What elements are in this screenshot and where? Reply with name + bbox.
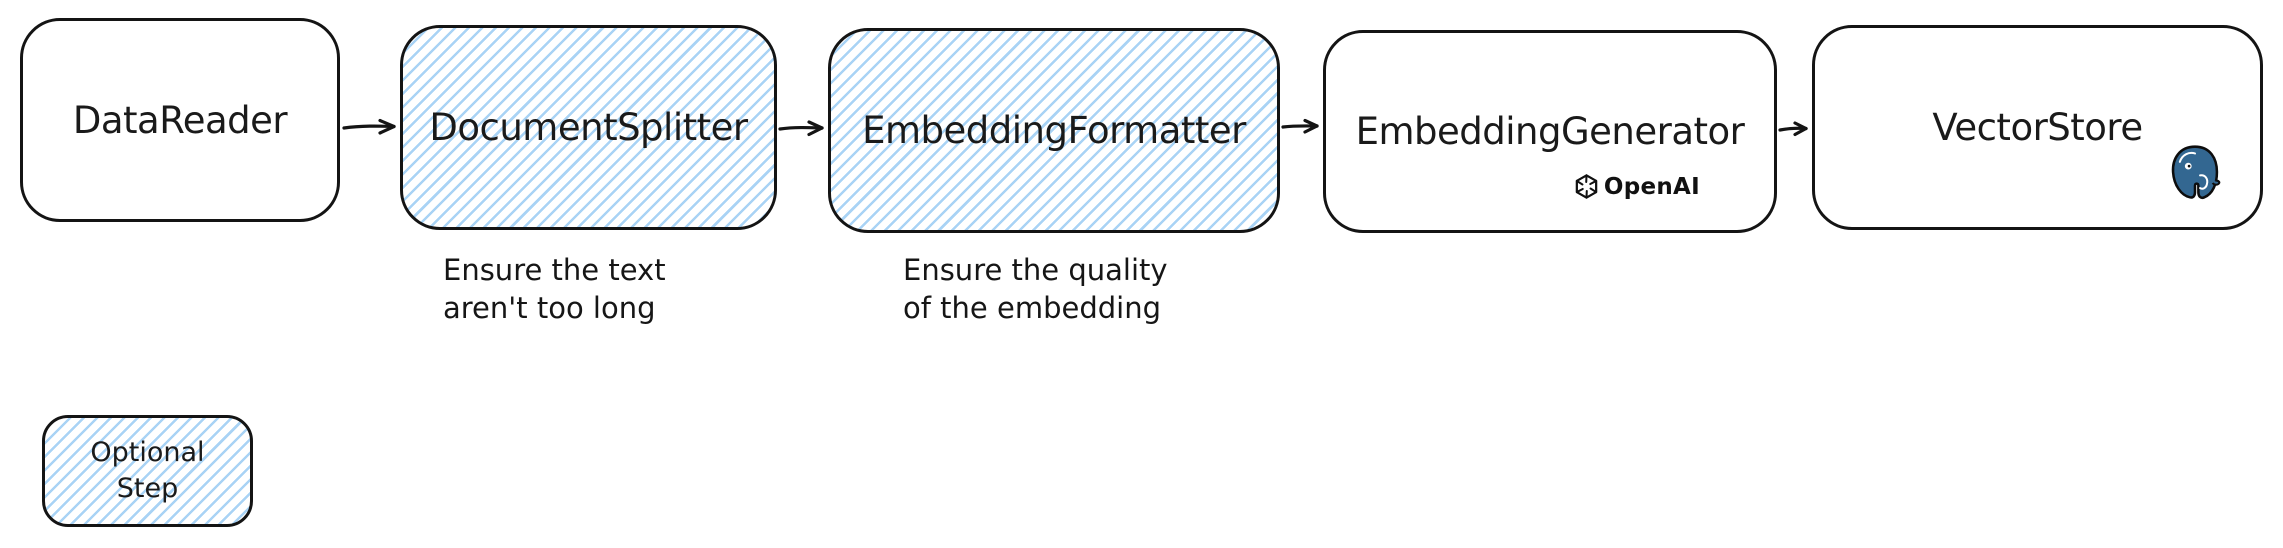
node-datareader[interactable]: DataReader [20,18,340,222]
postgresql-logo-icon [2171,145,2221,200]
postgresql-provider-badge [2168,143,2222,205]
node-embeddinggenerator[interactable]: EmbeddingGenerator OpenAI [1323,30,1777,233]
arrow-icon[interactable] [341,110,399,144]
arrow-icon[interactable] [1281,110,1322,144]
arrow-icon[interactable] [778,112,827,146]
node-vectorstore-label: VectorStore [1932,106,2143,149]
node-embeddingformatter[interactable]: EmbeddingFormatter [828,28,1280,233]
node-vectorstore[interactable]: VectorStore [1812,25,2263,230]
arrow-icon[interactable] [1778,112,1811,146]
node-embeddingformatter-label: EmbeddingFormatter [862,109,1246,152]
node-datareader-label: DataReader [72,98,288,142]
node-documentsplitter[interactable]: DocumentSplitter [400,25,777,230]
node-documentsplitter-label: DocumentSplitter [429,106,748,149]
note-embeddingformatter[interactable]: Ensure the quality of the embedding [903,253,1168,325]
note-documentsplitter[interactable]: Ensure the text aren't too long [443,253,666,325]
legend-optional-step[interactable]: Optional Step [42,415,253,527]
node-embeddinggenerator-label: EmbeddingGenerator [1355,110,1745,153]
legend-optional-step-label: Optional Step [90,436,205,504]
openai-label: OpenAI [1603,173,1700,200]
openai-logo-icon [1575,174,1598,199]
openai-provider-badge: OpenAI [1573,173,1700,200]
